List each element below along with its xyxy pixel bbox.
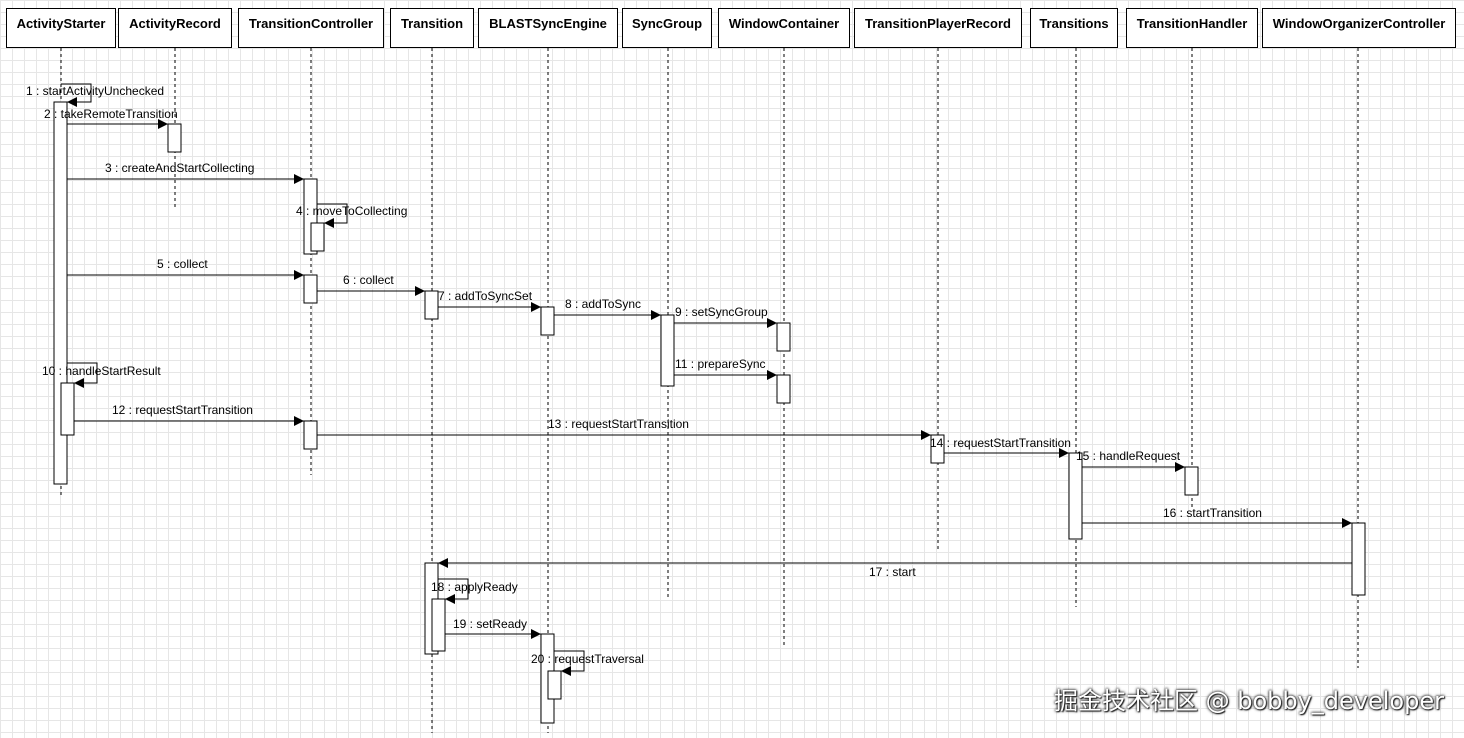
activation-bar bbox=[310, 222, 325, 252]
activation-bar bbox=[1068, 452, 1083, 540]
arrow-head bbox=[1175, 462, 1185, 472]
arrow-head bbox=[74, 378, 84, 388]
arrow-head bbox=[921, 430, 931, 440]
participant-blast-sync-engine[interactable]: BLASTSyncEngine bbox=[478, 8, 618, 48]
arrow-head bbox=[651, 310, 661, 320]
message-label-19: 19 : setReady bbox=[453, 617, 527, 631]
message-arrow-18 bbox=[438, 578, 469, 600]
activation-bar bbox=[776, 322, 791, 352]
activation-bar bbox=[547, 670, 562, 700]
participant-activity-starter[interactable]: ActivityStarter bbox=[6, 8, 116, 48]
activation-bar bbox=[660, 314, 675, 387]
message-label-20: 20 : requestTraversal bbox=[531, 652, 644, 666]
participant-transition-controller[interactable]: TransitionController bbox=[238, 8, 384, 48]
message-label-14: 14 : requestStartTransition bbox=[930, 436, 1071, 450]
arrow-head bbox=[294, 174, 304, 184]
message-label-5: 5 : collect bbox=[157, 257, 208, 271]
message-label-16: 16 : startTransition bbox=[1163, 506, 1262, 520]
activation-bar bbox=[776, 374, 791, 404]
activation-bar bbox=[540, 306, 555, 336]
arrow-head bbox=[445, 594, 455, 604]
participant-transition-player-record[interactable]: TransitionPlayerRecord bbox=[854, 8, 1022, 48]
message-label-3: 3 : createAndStartCollecting bbox=[105, 161, 254, 175]
arrow-head bbox=[1342, 518, 1352, 528]
message-arrow-4 bbox=[317, 203, 348, 224]
activation-bar bbox=[1184, 466, 1199, 496]
message-label-6: 6 : collect bbox=[343, 273, 394, 287]
arrow-head bbox=[415, 286, 425, 296]
message-label-13: 13 : requestStartTransition bbox=[548, 417, 689, 431]
watermark: 掘金技术社区 @ bobby_developer bbox=[1053, 687, 1444, 715]
message-label-7: 7 : addToSyncSet bbox=[438, 289, 533, 303]
activation-bar bbox=[424, 290, 439, 320]
participant-activity-record[interactable]: ActivityRecord bbox=[118, 8, 232, 48]
arrow-head bbox=[531, 629, 541, 639]
message-label-10: 10 : handleStartResult bbox=[42, 364, 161, 378]
message-label-12: 12 : requestStartTransition bbox=[112, 403, 253, 417]
message-label-1: 1 : startActivityUnchecked bbox=[26, 84, 164, 98]
activation-bar bbox=[303, 274, 318, 304]
participant-transition-handler[interactable]: TransitionHandler bbox=[1126, 8, 1258, 48]
message-arrow-20 bbox=[554, 650, 585, 672]
activation-bar bbox=[1351, 522, 1366, 596]
message-arrow-1 bbox=[61, 83, 92, 103]
message-label-8: 8 : addToSync bbox=[565, 297, 641, 311]
participant-transition[interactable]: Transition bbox=[390, 8, 474, 48]
participant-window-container[interactable]: WindowContainer bbox=[718, 8, 850, 48]
arrow-head bbox=[767, 318, 777, 328]
message-arrow-10 bbox=[67, 362, 98, 384]
activation-bar bbox=[930, 434, 945, 464]
activation-bar bbox=[60, 382, 75, 436]
arrow-head bbox=[1059, 448, 1069, 458]
message-label-9: 9 : setSyncGroup bbox=[675, 305, 768, 319]
message-label-2: 2 : takeRemoteTransition bbox=[44, 107, 178, 121]
message-label-17: 17 : start bbox=[869, 565, 916, 579]
arrow-head bbox=[67, 97, 77, 107]
message-label-15: 15 : handleRequest bbox=[1076, 449, 1181, 463]
activation-bar bbox=[167, 123, 182, 153]
arrow-head bbox=[531, 302, 541, 312]
participant-window-organizer-controller[interactable]: WindowOrganizerController bbox=[1262, 8, 1456, 48]
arrow-head bbox=[294, 416, 304, 426]
activation-bar bbox=[303, 420, 318, 450]
participant-transitions[interactable]: Transitions bbox=[1030, 8, 1118, 48]
arrow-head bbox=[294, 270, 304, 280]
activation-bar bbox=[431, 598, 446, 652]
message-label-18: 18 : applyReady bbox=[431, 580, 518, 594]
arrow-head bbox=[324, 218, 334, 228]
message-label-11: 11 : prepareSync bbox=[675, 357, 766, 371]
arrow-head bbox=[438, 558, 448, 568]
message-label-4: 4 : moveToCollecting bbox=[296, 204, 407, 218]
arrow-head bbox=[158, 119, 168, 129]
arrow-head bbox=[767, 370, 777, 380]
arrow-head bbox=[561, 666, 571, 676]
participant-sync-group[interactable]: SyncGroup bbox=[622, 8, 712, 48]
